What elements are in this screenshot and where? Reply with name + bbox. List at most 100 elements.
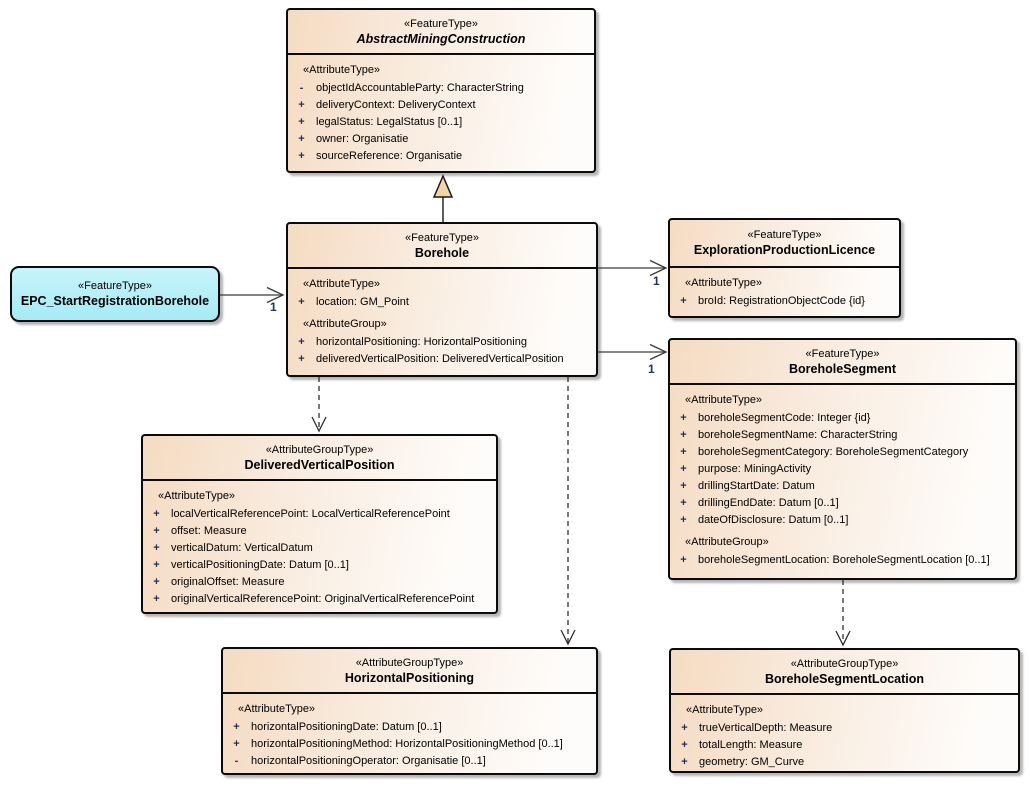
visibility-marker: +	[298, 133, 305, 145]
class-boreholesegment[interactable]: «FeatureType» BoreholeSegment «Attribute…	[668, 338, 1017, 580]
stereotype-label: «AttributeGroupType»	[790, 657, 899, 670]
attribute-section-heading: «AttributeType»	[238, 703, 316, 715]
attribute-row: + geometry: GM_Curve	[677, 754, 1016, 771]
attribute-compartment: «AttributeType» +trueVerticalDepth: Meas…	[671, 695, 1018, 771]
stereotype-label: «AttributeGroupType»	[265, 443, 374, 456]
visibility-marker: +	[233, 721, 240, 733]
attribute-text: legalStatus: LegalStatus [0..1]	[316, 116, 463, 128]
class-explorationproductionlicence[interactable]: «FeatureType» ExplorationProductionLicen…	[668, 218, 901, 318]
attribute-text: boreholeSegmentCategory: BoreholeSegment…	[698, 446, 969, 458]
visibility-marker: +	[680, 497, 687, 509]
class-epc-startregistrationborehole[interactable]: «FeatureType» EPC_StartRegistrationBoreh…	[10, 266, 220, 322]
class-name: BoreholeSegment	[789, 361, 896, 376]
multiplicity-label: 1	[648, 362, 655, 376]
multiplicity-label: 1	[270, 300, 277, 314]
attribute-compartment: «AttributeType» + localVerticalReferenceP…	[143, 481, 496, 608]
attribute-row: -horizontalPositioningOperator: Organisa…	[229, 753, 594, 770]
attribute-text: deliveryContext: DeliveryContext	[316, 99, 476, 111]
attribute-compartment: «AttributeType» + boreholeSegmentCode: In…	[670, 385, 1015, 569]
attribute-text: trueVerticalDepth: Measure	[699, 722, 833, 734]
attribute-text: horizontalPositioning: HorizontalPositio…	[316, 336, 527, 348]
class-header: «FeatureType» BoreholeSegment	[670, 340, 1015, 385]
attribute-text: boreholeSegmentName: CharacterString	[698, 429, 898, 441]
dependency-borehole-to-deliveredverticalposition	[311, 377, 327, 433]
attribute-text: boreholeSegmentCode: Integer {id}	[698, 412, 871, 424]
attribute-compartment: «AttributeType» +horizontalPositioningDa…	[223, 694, 596, 770]
attribute-text: verticalPositioningDate: Datum [0..1]	[171, 559, 349, 571]
stereotype-label: «FeatureType»	[805, 347, 880, 360]
visibility-marker: +	[298, 296, 305, 308]
attribute-section-heading: «AttributeType»	[303, 278, 381, 290]
stereotype-label: «FeatureType»	[405, 231, 479, 244]
attribute-row: +originalVerticalReferencePoint: Origina…	[149, 591, 494, 608]
attribute-row: + legalStatus: LegalStatus [0..1]	[294, 114, 592, 131]
visibility-marker: +	[680, 554, 687, 566]
class-horizontalpositioning[interactable]: «AttributeGroupType» HorizontalPositioni…	[221, 647, 598, 775]
class-abstractminingconstruction[interactable]: «FeatureType» AbstractMiningConstruction…	[286, 8, 596, 173]
class-boreholesegmentlocation[interactable]: «AttributeGroupType» BoreholeSegmentLoca…	[669, 648, 1020, 773]
class-header: «AttributeGroupType» HorizontalPositioni…	[223, 649, 596, 694]
class-name: DeliveredVerticalPosition	[244, 457, 395, 472]
attribute-text: offset: Measure	[171, 525, 247, 537]
attribute-text: horizontalPositioningMethod: HorizontalP…	[251, 738, 563, 750]
visibility-marker: +	[298, 116, 305, 128]
attribute-row: + horizontalPositioning: HorizontalPositi…	[294, 334, 594, 351]
visibility-marker: +	[298, 150, 305, 162]
attribute-row: +verticalDatum: VerticalDatum	[149, 540, 494, 557]
attribute-row: + sourceReference: Organisatie	[294, 148, 592, 165]
class-deliveredverticalposition[interactable]: «AttributeGroupType» DeliveredVerticalPo…	[141, 434, 498, 614]
attribute-section-heading: «AttributeType»	[685, 394, 763, 406]
visibility-marker: +	[153, 559, 160, 571]
attribute-row: +horizontalPositioningMethod: Horizontal…	[229, 736, 594, 753]
attribute-row: +trueVerticalDepth: Measure	[677, 720, 1016, 737]
attribute-row: +offset: Measure	[149, 523, 494, 540]
attributegroup-section-heading: «AttributeGroup»	[685, 536, 769, 548]
visibility-marker: -	[234, 755, 239, 767]
visibility-marker: +	[681, 756, 688, 768]
attribute-row: + localVerticalReferencePoint: LocalVerti…	[149, 506, 494, 523]
visibility-marker: +	[680, 295, 687, 307]
attribute-section-heading: «AttributeType»	[158, 490, 236, 502]
attribute-row: +purpose: MiningActivity	[676, 461, 1013, 478]
attribute-row: +broId: RegistrationObjectCode {id}	[676, 293, 897, 310]
visibility-marker: +	[680, 429, 687, 441]
attribute-row: -objectIdAccountableParty: CharacterStri…	[294, 80, 592, 97]
class-header: «FeatureType» AbstractMiningConstruction	[288, 10, 594, 55]
attribute-section-heading: «AttributeType»	[685, 277, 763, 289]
attribute-text: location: GM_Point	[316, 296, 409, 308]
attribute-row: +drillingEndDate: Datum [0..1]	[676, 495, 1013, 512]
attribute-text: sourceReference: Organisatie	[316, 150, 463, 162]
attribute-row: + deliveryContext: DeliveryContext	[294, 97, 592, 114]
attribute-row: +totalLength: Measure	[677, 737, 1016, 754]
class-header: «FeatureType» ExplorationProductionLicen…	[670, 220, 899, 268]
visibility-marker: +	[680, 412, 687, 424]
visibility-marker: +	[153, 508, 160, 520]
class-name: Borehole	[414, 245, 470, 260]
stereotype-label: «AttributeGroupType»	[355, 656, 464, 669]
attribute-text: owner: Organisatie	[316, 133, 409, 145]
class-name: AbstractMiningConstruction	[356, 31, 526, 46]
class-name: HorizontalPositioning	[344, 670, 475, 685]
attribute-row: + owner: Organisatie	[294, 131, 592, 148]
attribute-text: totalLength: Measure	[699, 739, 803, 751]
attribute-text: purpose: MiningActivity	[698, 463, 812, 475]
visibility-marker: +	[298, 336, 305, 348]
visibility-marker: +	[680, 480, 687, 492]
attribute-text: originalOffset: Measure	[171, 576, 285, 588]
class-borehole[interactable]: «FeatureType» Borehole «AttributeType» +…	[286, 222, 598, 377]
visibility-marker: +	[298, 99, 305, 111]
attribute-text: objectIdAccountableParty: CharacterStrin…	[316, 82, 524, 94]
attribute-row: + verticalPositioningDate: Datum [0..1]	[149, 557, 494, 574]
attribute-text: geometry: GM_Curve	[699, 756, 805, 768]
class-name: BoreholeSegmentLocation	[764, 671, 925, 686]
visibility-marker: +	[298, 353, 305, 365]
generalization-borehole-to-abstractminingconstruction	[432, 174, 454, 222]
attribute-row: + boreholeSegmentName: CharacterString	[676, 427, 1013, 444]
attribute-compartment: «AttributeType» +broId: RegistrationObje…	[670, 268, 899, 310]
attribute-row: + boreholeSegmentCode: Integer {id}	[676, 410, 1013, 427]
attribute-row: +deliveredVerticalPosition: DeliveredVer…	[294, 351, 594, 368]
attribute-text: localVerticalReferencePoint: LocalVertic…	[171, 508, 450, 520]
attribute-row: +originalOffset: Measure	[149, 574, 494, 591]
class-header: «AttributeGroupType» BoreholeSegmentLoca…	[671, 650, 1018, 695]
association-borehole-to-boreholesegment	[598, 343, 668, 361]
